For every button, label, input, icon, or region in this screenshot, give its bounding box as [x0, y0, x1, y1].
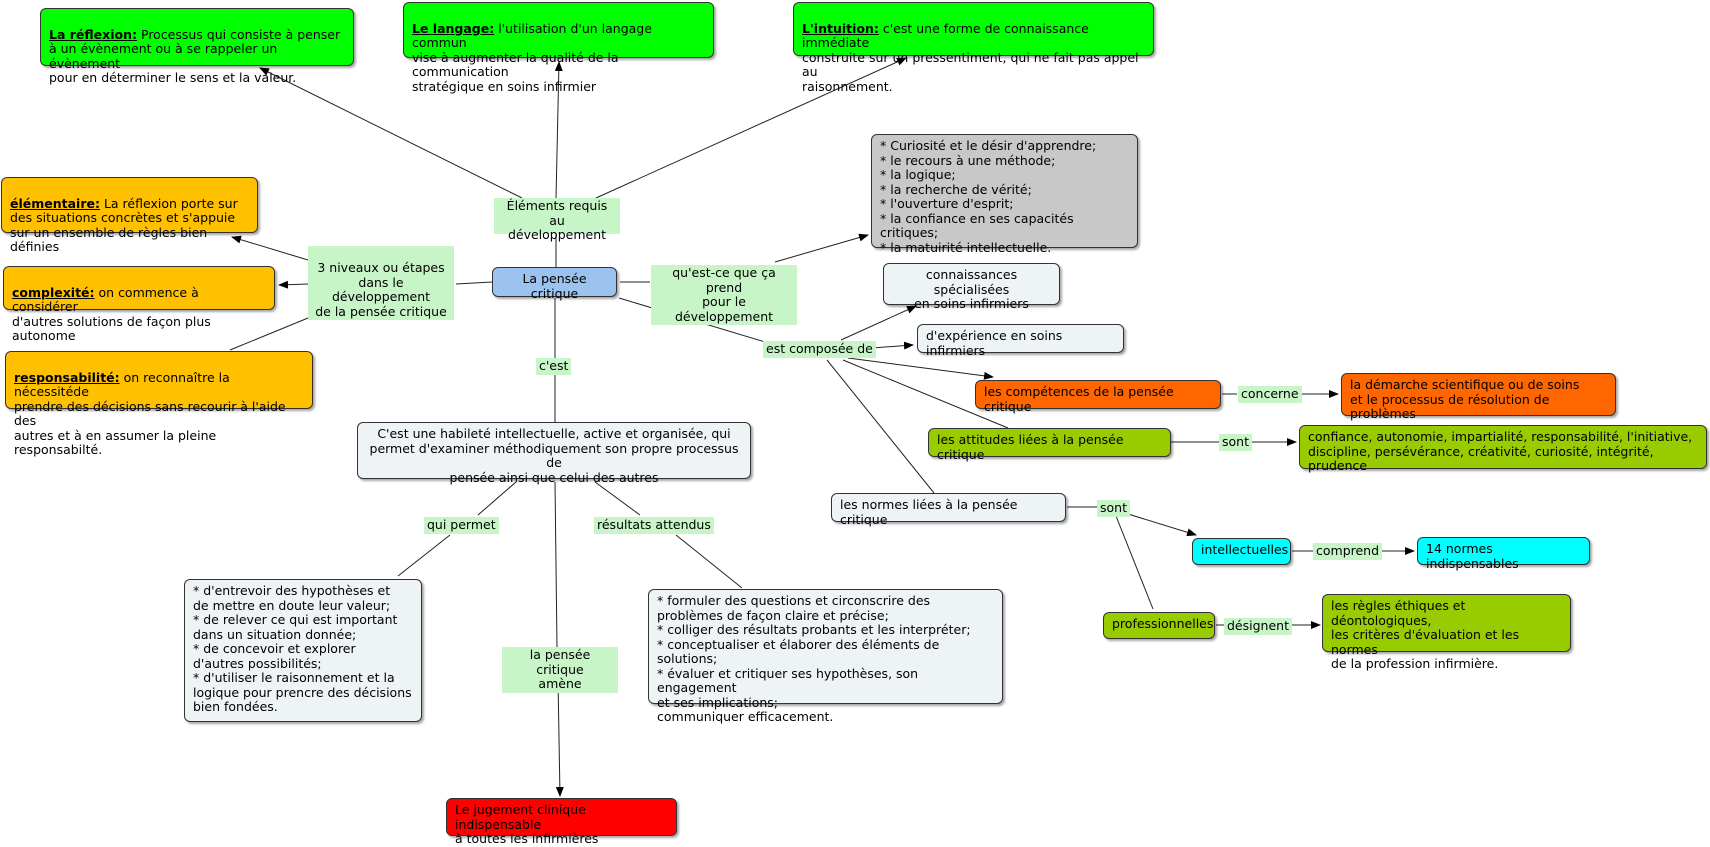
- node-intuition-text: c'est une forme de connaissance immédiat…: [802, 20, 1139, 94]
- node-langage-heading: Le langage:: [412, 20, 495, 36]
- label-est-composee-de: est composée de: [763, 341, 876, 358]
- node-complexite-heading: complexité:: [12, 284, 95, 300]
- edge-composee-to-attitudes: [842, 359, 1009, 429]
- label-cest: c'est: [536, 358, 572, 375]
- node-resultats-liste[interactable]: * formuler des questions et circonscrire…: [648, 589, 1003, 724]
- edge-elements-to-reflexion: [259, 67, 523, 199]
- node-regles[interactable]: les règles éthiques et déontologiques, l…: [1322, 594, 1571, 671]
- node-elementaire-heading: élémentaire:: [10, 195, 100, 211]
- node-jugement-clinique[interactable]: Le jugement clinique indispensable à tou…: [446, 798, 677, 846]
- edge-center-to-niveaux: [455, 281, 493, 285]
- edge-questce-to-qualites: [774, 233, 869, 263]
- label-sont-normes: sont: [1097, 500, 1130, 517]
- node-competences[interactable]: les compétences de la pensée critique: [975, 380, 1221, 413]
- edge-elements-to-intuition: [595, 57, 907, 199]
- node-qui-permet-liste[interactable]: * d'entrevoir des hypothèses et de mettr…: [184, 579, 422, 722]
- edge-composee-to-connaissances: [840, 305, 917, 341]
- node-definition[interactable]: C'est une habileté intellectuelle, activ…: [357, 422, 751, 484]
- node-reflexion-text: Processus qui consiste à penser à un évè…: [49, 26, 341, 85]
- node-langage-text: l'utilisation d'un langage commun vise à…: [412, 20, 652, 94]
- edge-sont-to-professionnelles: [1115, 515, 1154, 610]
- edge-sont-to-intellectuelles: [1127, 513, 1197, 537]
- node-langage[interactable]: Le langage: l'utilisation d'un langage c…: [403, 2, 714, 93]
- edge-niveaux-to-complexite: [278, 280, 309, 289]
- edge-definition-to-resultats: [594, 481, 641, 516]
- node-elementaire-text: La réflexion porte sur des situations co…: [10, 195, 238, 254]
- edge-composee-to-competences: [847, 357, 994, 380]
- edge-definition-to-amene: [554, 481, 558, 648]
- node-elementaire[interactable]: élémentaire: La réflexion porte sur des …: [1, 177, 258, 254]
- label-quest-ce-que: qu'est-ce que ça prend pour le développe…: [651, 265, 797, 325]
- node-professionnelles[interactable]: professionnelles: [1103, 612, 1215, 639]
- label-comprend: comprend: [1313, 543, 1383, 560]
- label-qui-permet: qui permet: [424, 517, 499, 534]
- label-elements-requis: Éléments requis au développement: [494, 198, 620, 242]
- label-concerne: concerne: [1238, 386, 1302, 403]
- node-responsabilite-heading: responsabilité:: [14, 369, 120, 385]
- node-intuition-heading: L'intuition:: [802, 20, 879, 36]
- label-resultats-attendus: résultats attendus: [594, 517, 714, 534]
- node-quatorze-normes[interactable]: 14 normes indispensables: [1417, 537, 1590, 570]
- label-sont-attitudes: sont: [1219, 434, 1252, 451]
- node-experience[interactable]: d'expérience en soins infirmiers: [917, 324, 1124, 357]
- node-intellectuelles[interactable]: intellectuelles: [1192, 538, 1291, 565]
- node-demarche[interactable]: la démarche scientifique ou de soins et …: [1341, 373, 1616, 421]
- node-qualites[interactable]: * Curiosité et le désir d'apprendre; * l…: [871, 134, 1138, 254]
- node-complexite[interactable]: complexité: on commence à considérer d'a…: [3, 266, 275, 343]
- label-pensee-amene: la pensée critique amène: [502, 647, 618, 693]
- label-designent: désignent: [1224, 618, 1292, 635]
- edge-niveaux-to-responsabilite: [229, 317, 309, 351]
- node-responsabilite[interactable]: responsabilité: on reconnaître la nécess…: [5, 351, 313, 457]
- node-intuition[interactable]: L'intuition: c'est une forme de connaiss…: [793, 2, 1154, 93]
- edge-definition-to-quipermet: [477, 481, 517, 516]
- node-normes[interactable]: les normes liées à la pensée critique: [831, 493, 1066, 526]
- edge-composee-to-experience: [871, 341, 914, 350]
- edge-resultats-to-liste: [675, 534, 743, 589]
- edge-elements-to-langage: [554, 61, 563, 199]
- node-attitudes[interactable]: les attitudes liées à la pensée critique: [928, 428, 1171, 461]
- node-pensee-critique[interactable]: La pensée critique: [492, 267, 617, 300]
- node-responsabilite-text: on reconnaître la nécessitéde prendre de…: [14, 369, 286, 457]
- label-trois-niveaux: 3 niveaux ou étapes dans le développemen…: [308, 246, 454, 320]
- edge-niveaux-to-elementaire: [231, 235, 309, 261]
- edge-composee-to-normes: [826, 359, 935, 494]
- node-attitudes-liste[interactable]: confiance, autonomie, impartialité, resp…: [1299, 425, 1707, 473]
- node-complexite-text: on commence à considérer d'autres soluti…: [12, 284, 211, 343]
- edge-amene-to-jugement: [555, 679, 564, 797]
- node-reflexion-heading: La réflexion:: [49, 26, 137, 42]
- edge-quipermet-to-liste: [397, 534, 451, 577]
- node-connaissances[interactable]: connaissances spécialisées en soins infi…: [883, 263, 1060, 311]
- node-reflexion[interactable]: La réflexion: Processus qui consiste à p…: [40, 8, 354, 85]
